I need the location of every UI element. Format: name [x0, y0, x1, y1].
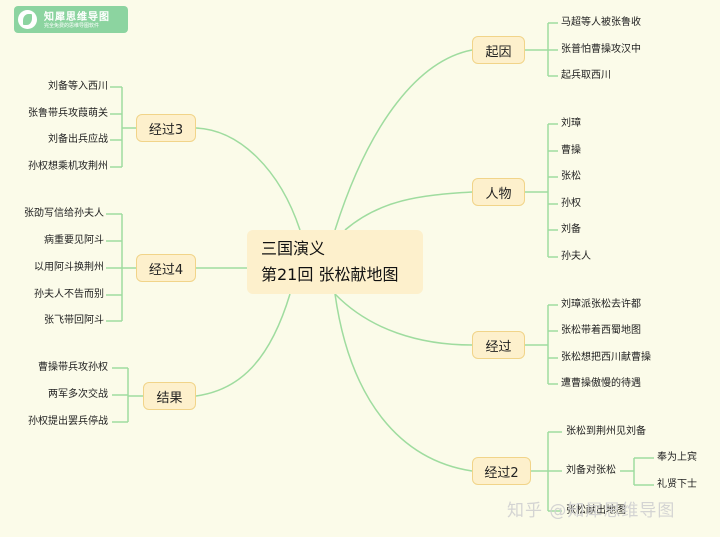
leaf-qiyin-2[interactable]: 张普怕曹操攻汉中 — [561, 44, 641, 55]
branch-node-jingguo4[interactable]: 经过4 — [136, 254, 196, 282]
branch-node-jieguo[interactable]: 结果 — [143, 382, 196, 410]
leaf-jingguo-2[interactable]: 张松带着西蜀地图 — [561, 325, 641, 336]
logo-icon — [18, 10, 37, 29]
leaf-jingguo3-3[interactable]: 刘备出兵应战 — [48, 134, 108, 145]
branch-node-jingguo3[interactable]: 经过3 — [136, 114, 196, 142]
leaf-qiyin-1[interactable]: 马超等人被张鲁收 — [561, 17, 641, 28]
central-topic-subtitle: 第21回 张松献地图 — [261, 265, 399, 284]
leaf-jingguo3-1[interactable]: 刘备等入西川 — [48, 81, 108, 92]
central-topic[interactable]: 三国演义 第21回 张松献地图 — [247, 230, 423, 294]
leaf-renwu-2[interactable]: 曹操 — [561, 145, 581, 156]
leaf-jingguo-1[interactable]: 刘璋派张松去许都 — [561, 299, 641, 310]
leaf-jingguo-3[interactable]: 张松想把西川献曹操 — [561, 352, 651, 363]
leaf-jingguo2-sub-2[interactable]: 礼贤下士 — [657, 479, 697, 490]
leaf-jingguo3-2[interactable]: 张鲁带兵攻葭萌关 — [28, 108, 108, 119]
leaf-renwu-6[interactable]: 孙夫人 — [561, 251, 591, 262]
leaf-jingguo4-1[interactable]: 张劭写信给孙夫人 — [24, 208, 104, 219]
leaf-renwu-5[interactable]: 刘备 — [561, 224, 581, 235]
leaf-jingguo2-sub-1[interactable]: 奉为上宾 — [657, 452, 697, 463]
leaf-jieguo-3[interactable]: 孙权提出罢兵停战 — [28, 416, 108, 427]
leaf-jingguo4-2[interactable]: 病重要见阿斗 — [44, 235, 104, 246]
leaf-renwu-3[interactable]: 张松 — [561, 171, 581, 182]
leaf-jingguo3-4[interactable]: 孙权想乘机攻荆州 — [28, 161, 108, 172]
leaf-qiyin-3[interactable]: 起兵取西川 — [561, 70, 611, 81]
leaf-jingguo4-4[interactable]: 孙夫人不告而别 — [34, 289, 104, 300]
logo-name: 知犀思维导图 — [44, 12, 110, 23]
leaf-jieguo-2[interactable]: 两军多次交战 — [48, 389, 108, 400]
leaf-jingguo4-5[interactable]: 张飞带回阿斗 — [44, 315, 104, 326]
leaf-jieguo-1[interactable]: 曹操带兵攻孙权 — [38, 362, 108, 373]
logo-slogan: 完全免费的思维导图软件 — [44, 23, 100, 29]
branch-node-jingguo2[interactable]: 经过2 — [472, 457, 531, 485]
leaf-jingguo2-2[interactable]: 刘备对张松 — [566, 465, 616, 476]
leaf-jingguo-4[interactable]: 遭曹操傲慢的待遇 — [561, 378, 641, 389]
leaf-jingguo4-3[interactable]: 以用阿斗换荆州 — [34, 262, 104, 273]
branch-node-renwu[interactable]: 人物 — [472, 178, 525, 206]
branch-node-jingguo[interactable]: 经过 — [472, 331, 525, 359]
branch-node-qiyin[interactable]: 起因 — [472, 36, 525, 64]
brand-logo: 知犀思维导图 完全免费的思维导图软件 — [14, 6, 128, 33]
leaf-jingguo2-3[interactable]: 张松献出地图 — [566, 505, 626, 516]
central-topic-title: 三国演义 — [261, 239, 326, 258]
leaf-jingguo2-1[interactable]: 张松到荆州见刘备 — [566, 426, 646, 437]
watermark: 知乎 @知犀思维导图 — [507, 501, 676, 521]
leaf-renwu-1[interactable]: 刘璋 — [561, 118, 581, 129]
leaf-renwu-4[interactable]: 孙权 — [561, 198, 581, 209]
